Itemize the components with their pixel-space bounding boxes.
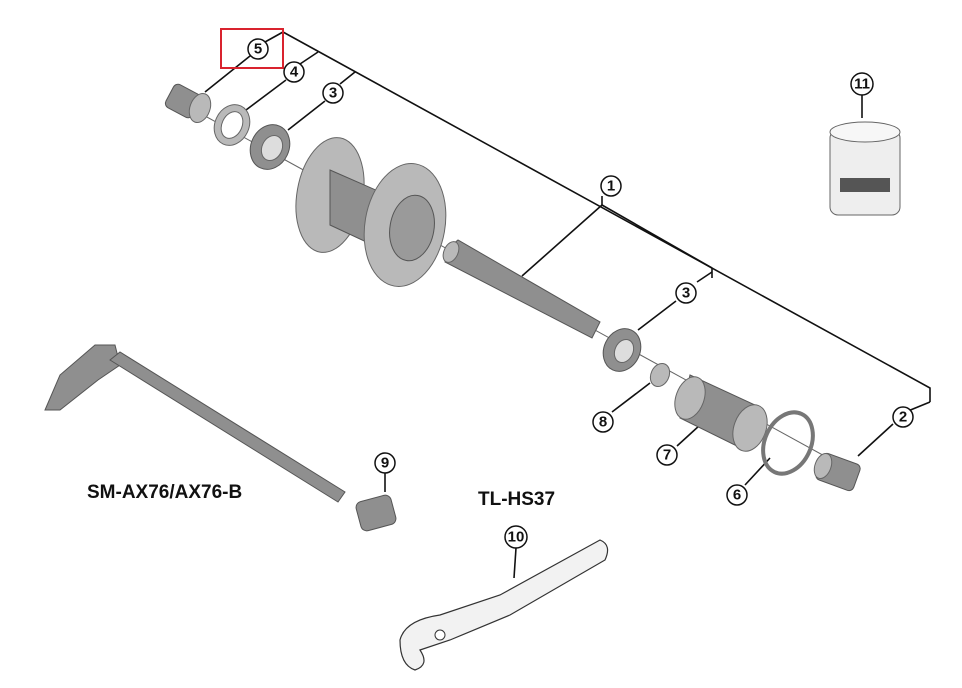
svg-text:9: 9 xyxy=(381,455,389,472)
callout-8[interactable]: 8 xyxy=(592,411,614,433)
callout-9[interactable]: 9 xyxy=(374,452,396,474)
callout-2[interactable]: 2 xyxy=(892,406,914,428)
part-2-end-cap xyxy=(813,452,861,492)
part-6-ring xyxy=(761,410,815,476)
callout-5[interactable]: 5 xyxy=(247,38,269,60)
part-3-bearing-left xyxy=(249,124,291,170)
axle-model-label: SM-AX76/AX76-B xyxy=(87,482,242,503)
callout-3-right[interactable]: 3 xyxy=(675,282,697,304)
svg-text:2: 2 xyxy=(899,409,907,426)
svg-text:7: 7 xyxy=(663,447,671,464)
part-7-freehub-body xyxy=(674,374,768,452)
callout-6[interactable]: 6 xyxy=(726,484,748,506)
part-8-spacer xyxy=(649,362,671,388)
part-9-axle-nut xyxy=(355,494,397,532)
part-5-end-cap xyxy=(164,83,212,124)
part-11-grease-jar xyxy=(829,121,901,216)
svg-text:8: 8 xyxy=(599,414,607,431)
callout-11[interactable]: 11 xyxy=(850,72,874,96)
callout-1[interactable]: 1 xyxy=(600,175,622,197)
svg-text:4: 4 xyxy=(290,64,299,81)
callout-4[interactable]: 4 xyxy=(283,61,305,83)
svg-text:11: 11 xyxy=(854,76,870,93)
svg-text:10: 10 xyxy=(508,529,525,546)
part-10-cone-wrench xyxy=(399,539,609,671)
svg-text:5: 5 xyxy=(254,41,262,58)
hub-body xyxy=(295,137,447,287)
highlight-box xyxy=(220,28,284,69)
svg-text:6: 6 xyxy=(733,487,741,504)
svg-text:3: 3 xyxy=(682,285,690,302)
svg-text:1: 1 xyxy=(607,178,615,195)
callout-10[interactable]: 10 xyxy=(504,525,528,549)
part-1-hub-axle xyxy=(442,239,601,339)
svg-text:3: 3 xyxy=(329,85,337,102)
callout-7[interactable]: 7 xyxy=(656,444,678,466)
callout-3-left[interactable]: 3 xyxy=(322,82,344,104)
thru-axle xyxy=(44,344,346,503)
tool-model-label: TL-HS37 xyxy=(478,489,555,510)
part-3-bearing-right xyxy=(602,328,642,372)
leader-lines xyxy=(204,31,931,579)
part-4-seal xyxy=(213,104,251,146)
